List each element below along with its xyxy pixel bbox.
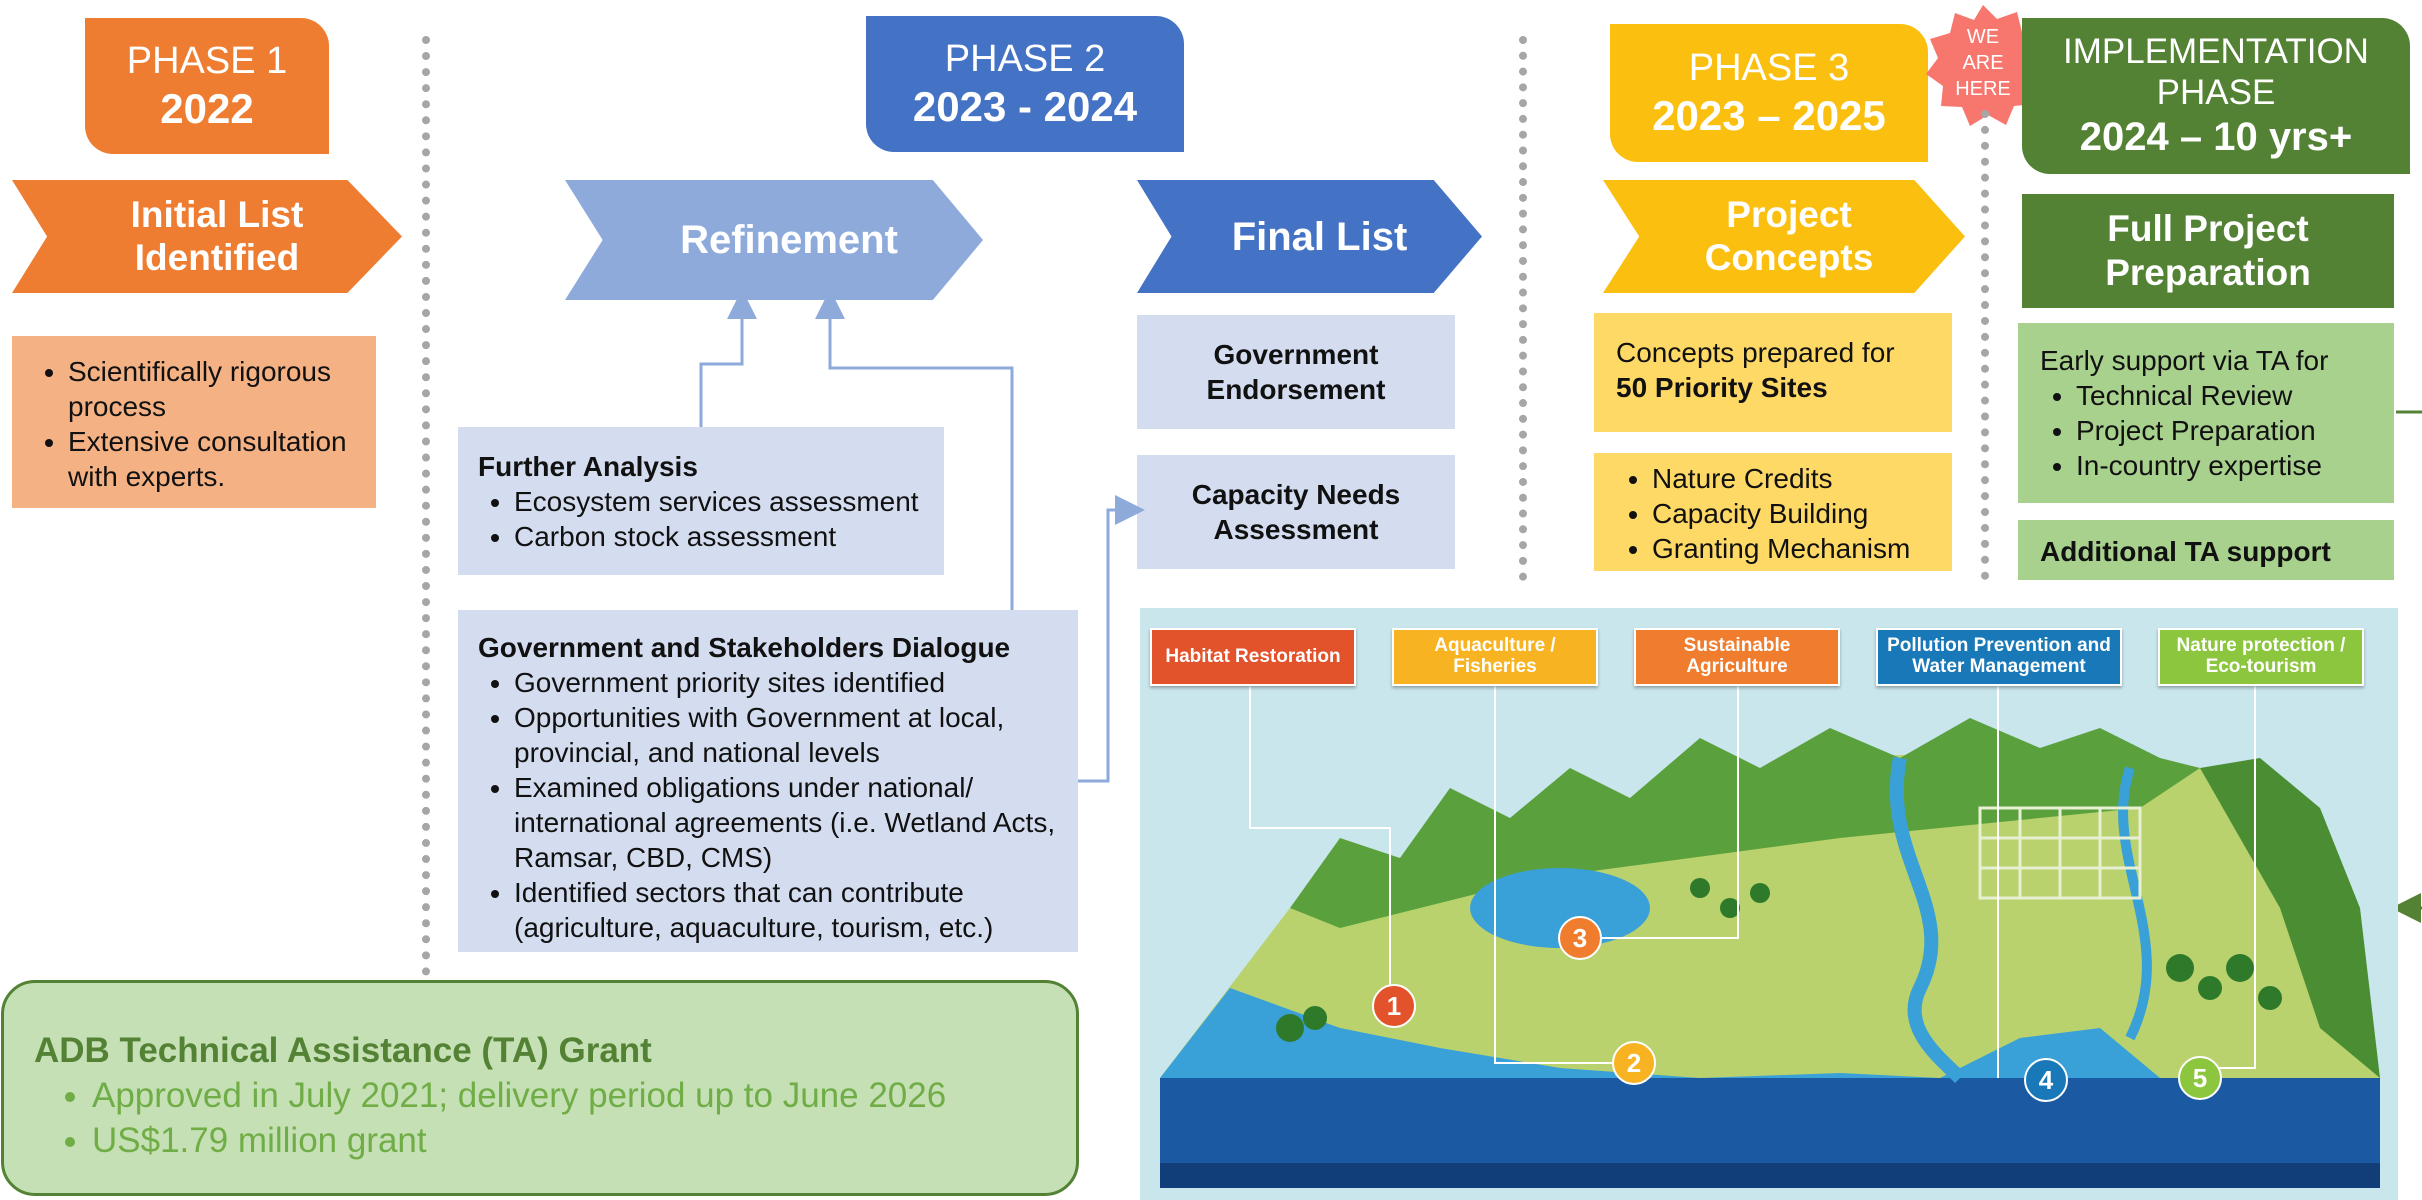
refinement-chevron-label: Refinement xyxy=(680,218,898,262)
refinement-chevron: Refinement xyxy=(565,180,983,300)
grant-title: ADB Technical Assistance (TA) Grant xyxy=(34,1031,652,1070)
full-project-prep-box: Full Project Preparation xyxy=(2022,194,2394,308)
full-project-prep-label: Full Project Preparation xyxy=(2105,207,2311,293)
dialogue-box: Government and Stakeholders Dialogue Gov… xyxy=(458,610,1078,952)
further-analysis-bullet: Ecosystem services assessment xyxy=(514,484,934,519)
connector-line xyxy=(699,289,757,427)
dialogue-bullet: Examined obligations under national/ int… xyxy=(514,770,1066,875)
phase1-bullet: Scientifically rigorous process xyxy=(68,354,366,424)
tag-pollution-prevention-label: Pollution Prevention and Water Managemen… xyxy=(1887,635,2111,677)
phase3-bullet: Capacity Building xyxy=(1652,496,1942,531)
marker-2: 2 xyxy=(1612,1041,1656,1085)
phase-divider xyxy=(1981,110,1989,580)
marker-4: 4 xyxy=(2024,1058,2068,1102)
implementation-label: IMPLEMENTATION PHASE xyxy=(2063,32,2369,113)
project-concepts-chevron: Project Concepts xyxy=(1603,180,1965,293)
connector-line xyxy=(1078,495,1145,783)
further-analysis-box: Further Analysis Ecosystem services asse… xyxy=(458,427,944,575)
marker-5: 5 xyxy=(2178,1056,2222,1100)
dialogue-bullet: Opportunities with Government at local, … xyxy=(514,700,1066,770)
early-support-bullet: Technical Review xyxy=(2076,378,2386,413)
endorsement-box: Government Endorsement xyxy=(1137,315,1455,429)
marker-1: 1 xyxy=(1372,984,1416,1028)
further-analysis-bullet: Carbon stock assessment xyxy=(514,519,934,554)
dialogue-bullet: Identified sectors that can contribute (… xyxy=(514,875,1066,945)
phase1-bullets-box: Scientifically rigorous process Extensiv… xyxy=(12,336,376,508)
phase1-header: PHASE 1 2022 xyxy=(85,18,329,154)
phase1-year: 2022 xyxy=(160,84,254,132)
tag-nature-protection-label: Nature protection / Eco-tourism xyxy=(2176,635,2346,677)
additional-ta-box: Additional TA support xyxy=(2018,520,2394,580)
grant-box: ADB Technical Assistance (TA) Grant Appr… xyxy=(1,980,1079,1196)
early-support-box: Early support via TA for Technical Revie… xyxy=(2018,323,2394,503)
dialogue-bullet: Government priority sites identified xyxy=(514,665,1066,700)
phase3-bullets-box: Nature Credits Capacity Building Grantin… xyxy=(1594,453,1952,571)
landscape-illustration: Habitat Restoration Aquaculture / Fisher… xyxy=(1140,608,2398,1200)
additional-ta-label: Additional TA support xyxy=(2040,536,2331,567)
early-support-intro: Early support via TA for xyxy=(2040,345,2329,376)
phase1-chevron: Initial List Identified xyxy=(12,180,402,293)
concepts-box: Concepts prepared for 50 Priority Sites xyxy=(1594,313,1952,432)
tag-nature-protection: Nature protection / Eco-tourism xyxy=(2158,628,2364,686)
tag-habitat-restoration-label: Habitat Restoration xyxy=(1165,645,1341,667)
phase2-label: PHASE 2 xyxy=(944,37,1106,80)
further-analysis-title: Further Analysis xyxy=(478,451,698,482)
phase3-bullet: Granting Mechanism xyxy=(1652,531,1942,566)
phase1-label: PHASE 1 xyxy=(126,39,288,82)
grant-bullet: US$1.79 million grant xyxy=(92,1119,1056,1164)
final-list-chevron-label: Final List xyxy=(1231,214,1408,259)
concepts-priority-sites: 50 Priority Sites xyxy=(1616,372,1828,403)
capacity-box: Capacity Needs Assessment xyxy=(1137,455,1455,569)
we-are-here-badge xyxy=(1926,5,2048,126)
capacity-label: Capacity Needs Assessment xyxy=(1191,479,1401,545)
phase3-label: PHASE 3 xyxy=(1688,46,1850,89)
phase-divider xyxy=(422,36,430,976)
implementation-year: 2024 – 10 yrs+ xyxy=(2079,114,2353,159)
marker-3: 3 xyxy=(1558,916,1602,960)
phase2-header: PHASE 2 2023 - 2024 xyxy=(866,16,1184,152)
final-list-chevron: Final List xyxy=(1137,180,1482,293)
early-support-bullet: Project Preparation xyxy=(2076,413,2386,448)
phase1-bullet: Extensive consultation with experts. xyxy=(68,424,366,494)
early-support-bullet: In-country expertise xyxy=(2076,448,2386,483)
tag-aquaculture-fisheries: Aquaculture / Fisheries xyxy=(1392,628,1598,686)
phase1-chevron-label: Initial List Identified xyxy=(130,193,304,278)
phase2-year: 2023 - 2024 xyxy=(912,82,1138,130)
tag-sustainable-agriculture: Sustainable Agriculture xyxy=(1634,628,1840,686)
tag-sustainable-agriculture-label: Sustainable Agriculture xyxy=(1683,635,1791,677)
grant-bullet: Approved in July 2021; delivery period u… xyxy=(92,1074,1056,1119)
tag-aquaculture-fisheries-label: Aquaculture / Fisheries xyxy=(1434,635,1556,677)
implementation-header: IMPLEMENTATION PHASE 2024 – 10 yrs+ xyxy=(2022,18,2410,174)
dialogue-title: Government and Stakeholders Dialogue xyxy=(478,632,1011,663)
phase-divider xyxy=(1519,36,1527,581)
phase3-bullet: Nature Credits xyxy=(1652,461,1942,496)
tag-pollution-prevention: Pollution Prevention and Water Managemen… xyxy=(1876,628,2122,686)
phase3-header: PHASE 3 2023 – 2025 xyxy=(1610,24,1928,162)
landscape-art xyxy=(1160,686,2380,1188)
tag-habitat-restoration: Habitat Restoration xyxy=(1150,628,1356,686)
phase3-year: 2023 – 2025 xyxy=(1652,91,1886,139)
project-concepts-label: Project Concepts xyxy=(1704,193,1874,278)
concepts-text: Concepts prepared for xyxy=(1616,337,1895,368)
endorsement-label: Government Endorsement xyxy=(1206,339,1386,405)
we-are-here-text: WE ARE HERE xyxy=(1955,26,2011,100)
